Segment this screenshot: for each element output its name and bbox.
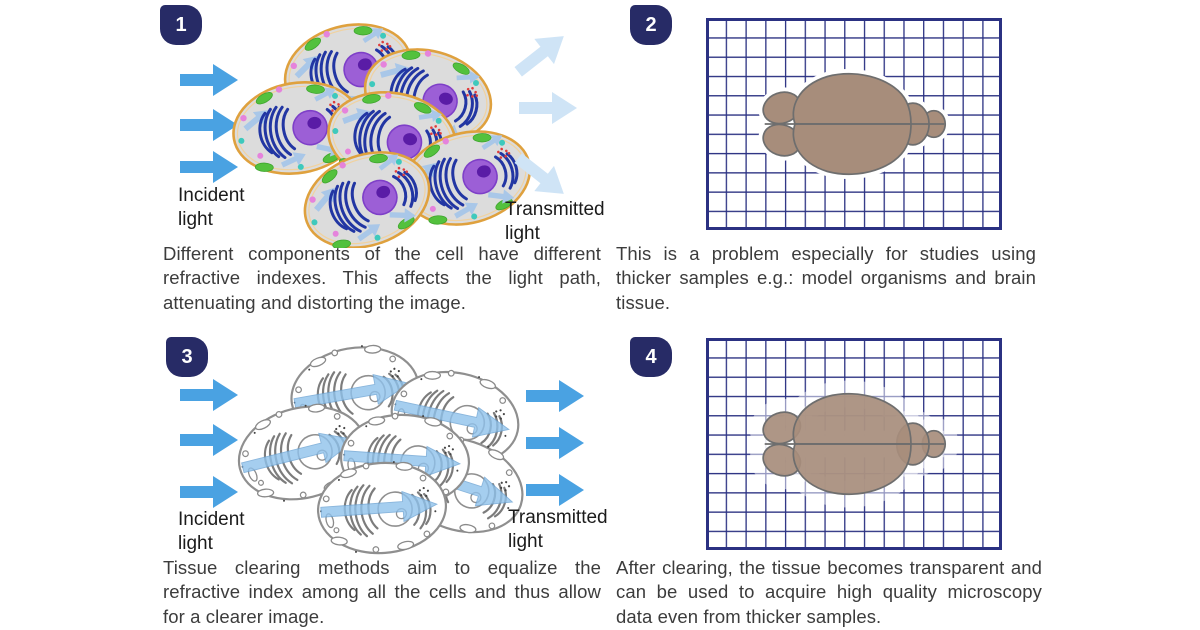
opaque-cell-cluster [225, 18, 535, 248]
transmitted-arrow-icon [526, 380, 584, 412]
panel-3-caption: Tissue clearing methods aim to equalize … [163, 557, 601, 627]
panel-1-badge: 1 [160, 5, 202, 45]
grid-with-transparent-brain [706, 338, 1002, 550]
incident-light-label: Incident light [178, 185, 245, 230]
panel-3-number: 3 [181, 345, 193, 368]
grid-with-opaque-brain [706, 18, 1002, 230]
panel-2-badge: 2 [630, 5, 672, 45]
panel-3-badge: 3 [166, 337, 208, 377]
panel-4-caption: After clearing, the tissue becomes trans… [616, 557, 1042, 627]
transmitted-light-label: Transmitted light [508, 507, 608, 552]
panel-4-badge: 4 [630, 337, 672, 377]
panel-1-caption: Different components of the cell have di… [163, 243, 601, 313]
transmitted-light-label: Transmitted light [505, 199, 605, 244]
transmitted-arrow-icon [526, 474, 584, 506]
transmitted-arrow-icon [526, 427, 584, 459]
panel-4-number: 4 [645, 345, 657, 368]
cleared-cell-cluster [228, 330, 533, 562]
scattered-transmitted-arrow-icon [519, 92, 577, 124]
panel-2-number: 2 [645, 13, 657, 36]
panel-2-caption: This is a problem especially for studies… [616, 243, 1036, 313]
incident-light-label: Incident light [178, 509, 245, 554]
panel-1-number: 1 [175, 13, 187, 36]
